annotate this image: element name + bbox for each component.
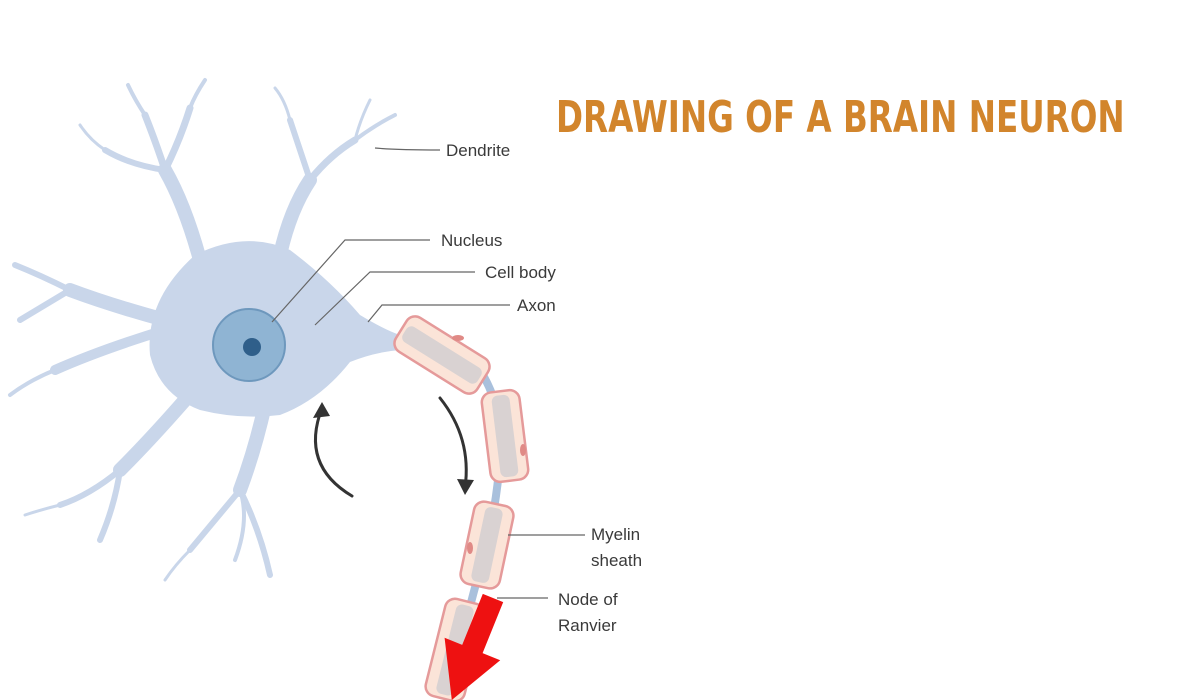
label-myelin-line2: sheath [591,551,643,570]
schwann-nuclei [452,335,526,554]
dendrites [8,78,397,582]
page-title: DRAWING OF A BRAIN NEURON [556,92,1125,143]
arrowhead-up-icon [313,402,330,418]
label-myelin-line1: Myelin [591,525,641,544]
label-cell-body: Cell body [485,263,556,282]
red-arrow-icon [444,593,504,700]
arrowhead-down-icon [457,479,474,495]
label-node-line1: Node of [558,590,618,609]
label-axon: Axon [517,296,556,315]
nucleolus-shape [243,338,261,356]
leader-lines [271,147,585,599]
label-node-line2: Ranvier [558,616,617,635]
label-nucleus: Nucleus [441,231,503,250]
signal-arrows [314,396,468,498]
label-dendrite: Dendrite [446,141,511,160]
